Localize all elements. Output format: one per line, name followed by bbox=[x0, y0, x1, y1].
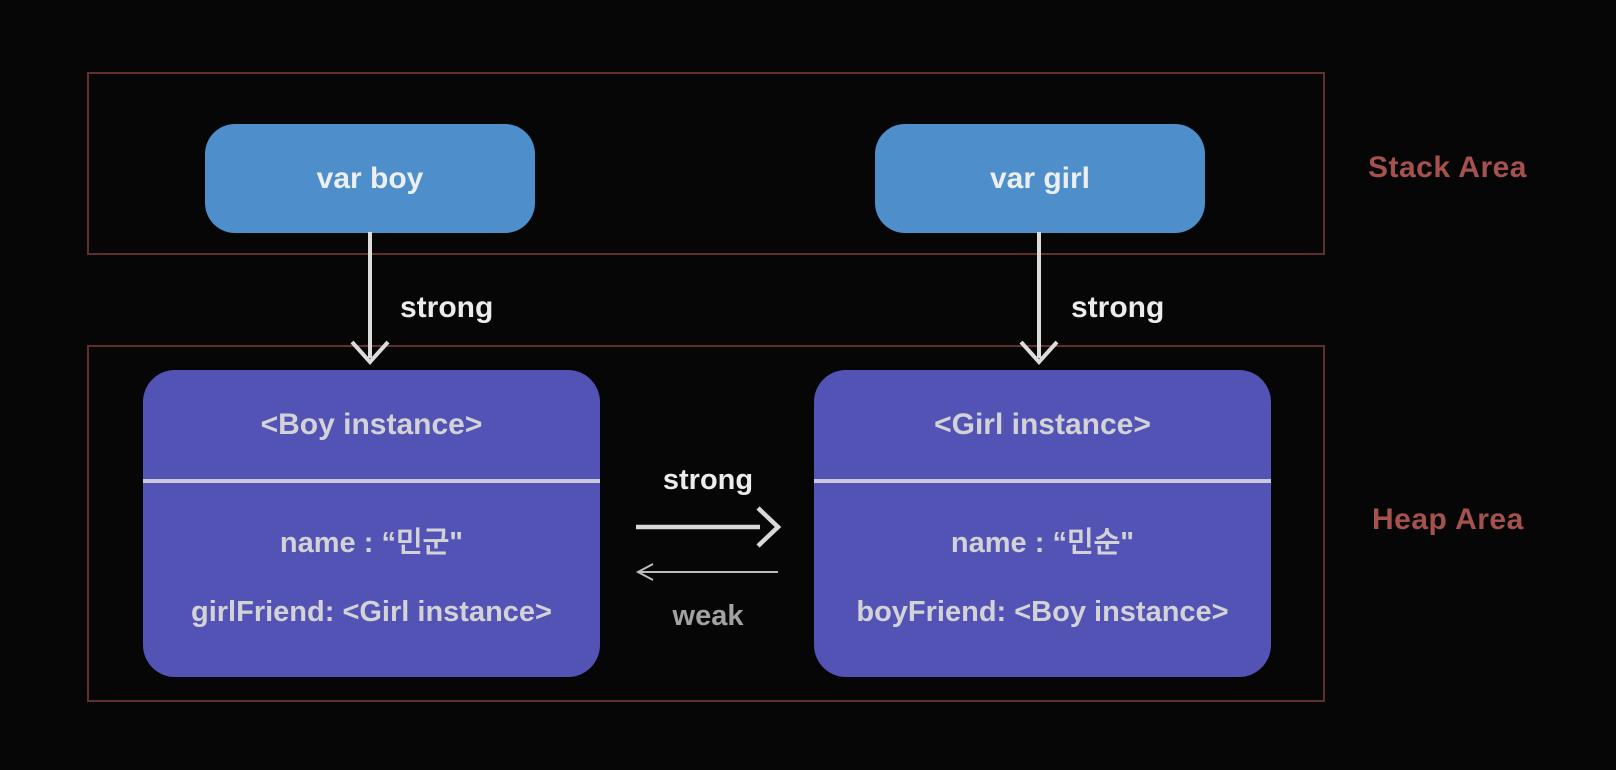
boy-instance-girlfriend-field: girlFriend: <Girl instance> bbox=[191, 595, 552, 628]
girl-instance-name-field: name : “민순" bbox=[950, 527, 1135, 559]
boy-instance-name-field: name : “민군" bbox=[279, 527, 464, 559]
var-girl-strong-label: strong bbox=[1071, 291, 1165, 324]
girl-to-boy-weak-arrow-icon bbox=[635, 563, 778, 581]
heap-area-rect bbox=[87, 345, 1325, 702]
stack-area-rect bbox=[87, 72, 1325, 255]
boy-instance-box: <Boy instance> name : “민군" girlFriend: <… bbox=[143, 370, 600, 677]
heap-area-label: Heap Area bbox=[1372, 503, 1524, 536]
boy-instance-title: <Boy instance> bbox=[260, 408, 483, 441]
boy-instance-divider bbox=[143, 479, 600, 483]
var-girl-box: var girl bbox=[875, 124, 1205, 233]
girl-instance-boyfriend-field: boyFriend: <Boy instance> bbox=[856, 595, 1229, 628]
stack-area-label: Stack Area bbox=[1368, 151, 1527, 184]
girl-instance-divider bbox=[814, 479, 1271, 483]
girl-to-boy-weak-label: weak bbox=[672, 600, 744, 632]
var-boy-strong-arrow-icon bbox=[350, 232, 390, 365]
var-boy-strong-label: strong bbox=[400, 291, 494, 324]
var-girl-strong-arrow-icon bbox=[1019, 232, 1059, 365]
var-girl-label: var girl bbox=[989, 161, 1091, 195]
boy-to-girl-strong-label: strong bbox=[662, 464, 754, 496]
var-boy-label: var boy bbox=[316, 161, 424, 195]
boy-to-girl-strong-arrow-icon bbox=[636, 506, 782, 548]
girl-instance-title: <Girl instance> bbox=[934, 408, 1151, 441]
girl-instance-box: <Girl instance> name : “민순" boyFriend: <… bbox=[814, 370, 1271, 677]
var-boy-box: var boy bbox=[205, 124, 535, 233]
